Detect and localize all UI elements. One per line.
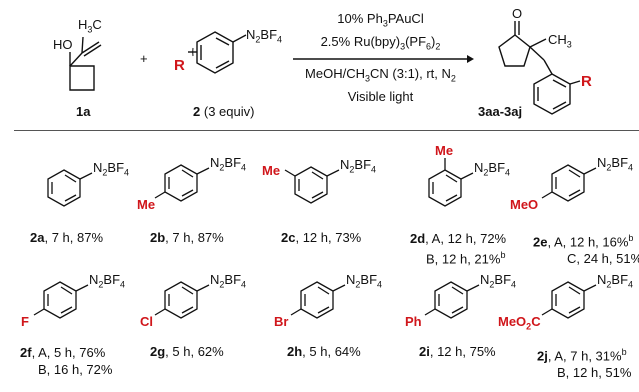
cyclobutane-ring [69, 65, 95, 91]
caption-2h-result: , 5 h, 64% [302, 344, 361, 359]
caption-2f-result: , A, 5 h, 76% [31, 345, 106, 360]
caption-2i: 2i, 12 h, 75% [419, 344, 496, 359]
diazonium-label-2e: N2BF4 [597, 155, 634, 173]
substituent-2e: MeO [510, 197, 539, 212]
caption-2j-line1: 2j, A, 7 h, 31%b [537, 344, 639, 364]
caption-2e-result: , A, 12 h, 16% [547, 234, 629, 250]
caption-2d-note: b [500, 250, 506, 260]
caption-2h: 2h, 5 h, 64% [287, 344, 361, 359]
caption-2f-id: 2f [20, 345, 32, 360]
reaction-scheme [69, 21, 581, 115]
diazonium-label-2b: N2BF4 [210, 155, 247, 173]
diazonium-label-2d: N2BF4 [474, 160, 511, 178]
caption-2j-result2: B, 12 h, 51% [557, 365, 632, 381]
caption-2d-line1: 2d, A, 12 h, 72% [410, 230, 506, 247]
carbonyl-oxygen: O [512, 6, 523, 21]
caption-2a-result: , 7 h, 87% [44, 230, 104, 245]
reaction-conditions-lower: MeOH/CH3CN (3:1), rt, N2 Visible light [293, 65, 468, 105]
diazonium-label-2h: N2BF4 [346, 272, 383, 290]
caption-2e-line1: 2e, A, 12 h, 16%b [533, 230, 639, 250]
caption-2d-result2: B, 12 h, 21% [426, 251, 501, 267]
reaction-arrow-head [467, 55, 474, 63]
product-range-label: 3aa-3aj [478, 104, 523, 119]
caption-2g-result: , 5 h, 62% [165, 344, 224, 359]
caption-2j-note: b [621, 347, 627, 357]
caption-2c-result: , 12 h, 73% [295, 230, 362, 245]
caption-2e-result2: C, 24 h, 51% [567, 251, 639, 267]
caption-2c: 2c, 12 h, 73% [281, 230, 361, 245]
caption-2a-id: 2a [30, 230, 45, 245]
diazonium-label-2i: N2BF4 [480, 272, 517, 290]
caption-2j-line2: B, 12 h, 51% [537, 364, 639, 381]
diazonium-label-2a: N2BF4 [93, 160, 130, 178]
caption-2g: 2g, 5 h, 62% [150, 344, 224, 359]
conditions-line-3: MeOH/CH3CN (3:1), rt, N2 [305, 66, 456, 84]
substituent-2g: Cl [140, 314, 153, 329]
compound-2-label: 2 (3 equiv) [193, 104, 254, 119]
substituent-2i: Ph [405, 314, 422, 329]
substituent-2j: MeO2C [498, 314, 541, 332]
caption-2d-id: 2d [410, 231, 426, 246]
substituent-2d: Me [435, 143, 454, 158]
caption-2h-id: 2h [287, 344, 303, 359]
diazonium-label-2c: N2BF4 [340, 157, 377, 175]
caption-2j-result: , A, 7 h, 31% [547, 348, 622, 364]
cyclopentanone-ring [498, 34, 531, 67]
substituent-2h: Br [274, 314, 289, 329]
conditions-line-1: 10% Ph3PAuCl [337, 11, 424, 29]
caption-2d: 2d, A, 12 h, 72% B, 12 h, 21%b [410, 230, 506, 267]
diazonium-group-label: N2BF4 [246, 27, 283, 45]
benzene-ring-product [533, 73, 571, 115]
diazonium-label-2g: N2BF4 [210, 272, 247, 290]
caption-2b: 2b, 7 h, 87% [150, 230, 224, 245]
methyl-label: H3C [78, 17, 102, 35]
caption-2g-id: 2g [150, 344, 166, 359]
section-divider [14, 130, 639, 131]
caption-2e-line2: C, 24 h, 51% [533, 250, 639, 267]
compound-2-id: 2 [193, 104, 201, 119]
compound-1a-label: 1a [76, 104, 91, 119]
caption-2i-result: , 12 h, 75% [429, 344, 496, 359]
caption-2f: 2f, A, 5 h, 76% B, 16 h, 72% [20, 344, 112, 378]
caption-2a: 2a, 7 h, 87% [30, 230, 103, 245]
caption-2c-id: 2c [281, 230, 296, 245]
caption-2e-id: 2e [533, 234, 548, 250]
compound-2-equiv: (3 equiv) [203, 104, 255, 119]
substituent-2f: F [21, 314, 29, 329]
r-substituent-reagent: R [174, 57, 185, 74]
caption-2f-line2: B, 16 h, 72% [20, 361, 112, 378]
caption-2d-result: , A, 12 h, 72% [425, 231, 507, 246]
caption-2j: 2j, A, 7 h, 31%b B, 12 h, 51% [537, 344, 639, 381]
plus-sign: + [140, 51, 148, 66]
caption-2f-result2: B, 16 h, 72% [38, 362, 113, 377]
caption-2f-line1: 2f, A, 5 h, 76% [20, 344, 112, 361]
caption-2i-id: 2i [419, 344, 430, 359]
caption-2b-id: 2b [150, 230, 166, 245]
substituent-2b: Me [137, 197, 156, 212]
caption-2b-result: , 7 h, 87% [165, 230, 224, 245]
hydroxyl-label: HO [53, 37, 73, 52]
caption-2d-line2: B, 12 h, 21%b [410, 247, 506, 267]
reaction-conditions: 10% Ph3PAuCl 2.5% Ru(bpy)3(PF6)2 [293, 10, 468, 55]
benzene-ring-reagent [196, 31, 234, 74]
substituent-2c: Me [262, 163, 281, 178]
caption-2j-id: 2j [537, 348, 548, 364]
diazonium-label-2j: N2BF4 [597, 272, 634, 290]
product-methyl-label: CH3 [548, 32, 572, 50]
caption-2e-note: b [628, 233, 634, 243]
diazonium-label-2f: N2BF4 [89, 272, 126, 290]
substrate-structures [33, 158, 597, 319]
conditions-line-4: Visible light [347, 88, 414, 104]
caption-2e: 2e, A, 12 h, 16%b C, 24 h, 51% [533, 230, 639, 267]
r-substituent-product: R [581, 73, 592, 90]
conditions-line-2: 2.5% Ru(bpy)3(PF6)2 [320, 33, 441, 52]
